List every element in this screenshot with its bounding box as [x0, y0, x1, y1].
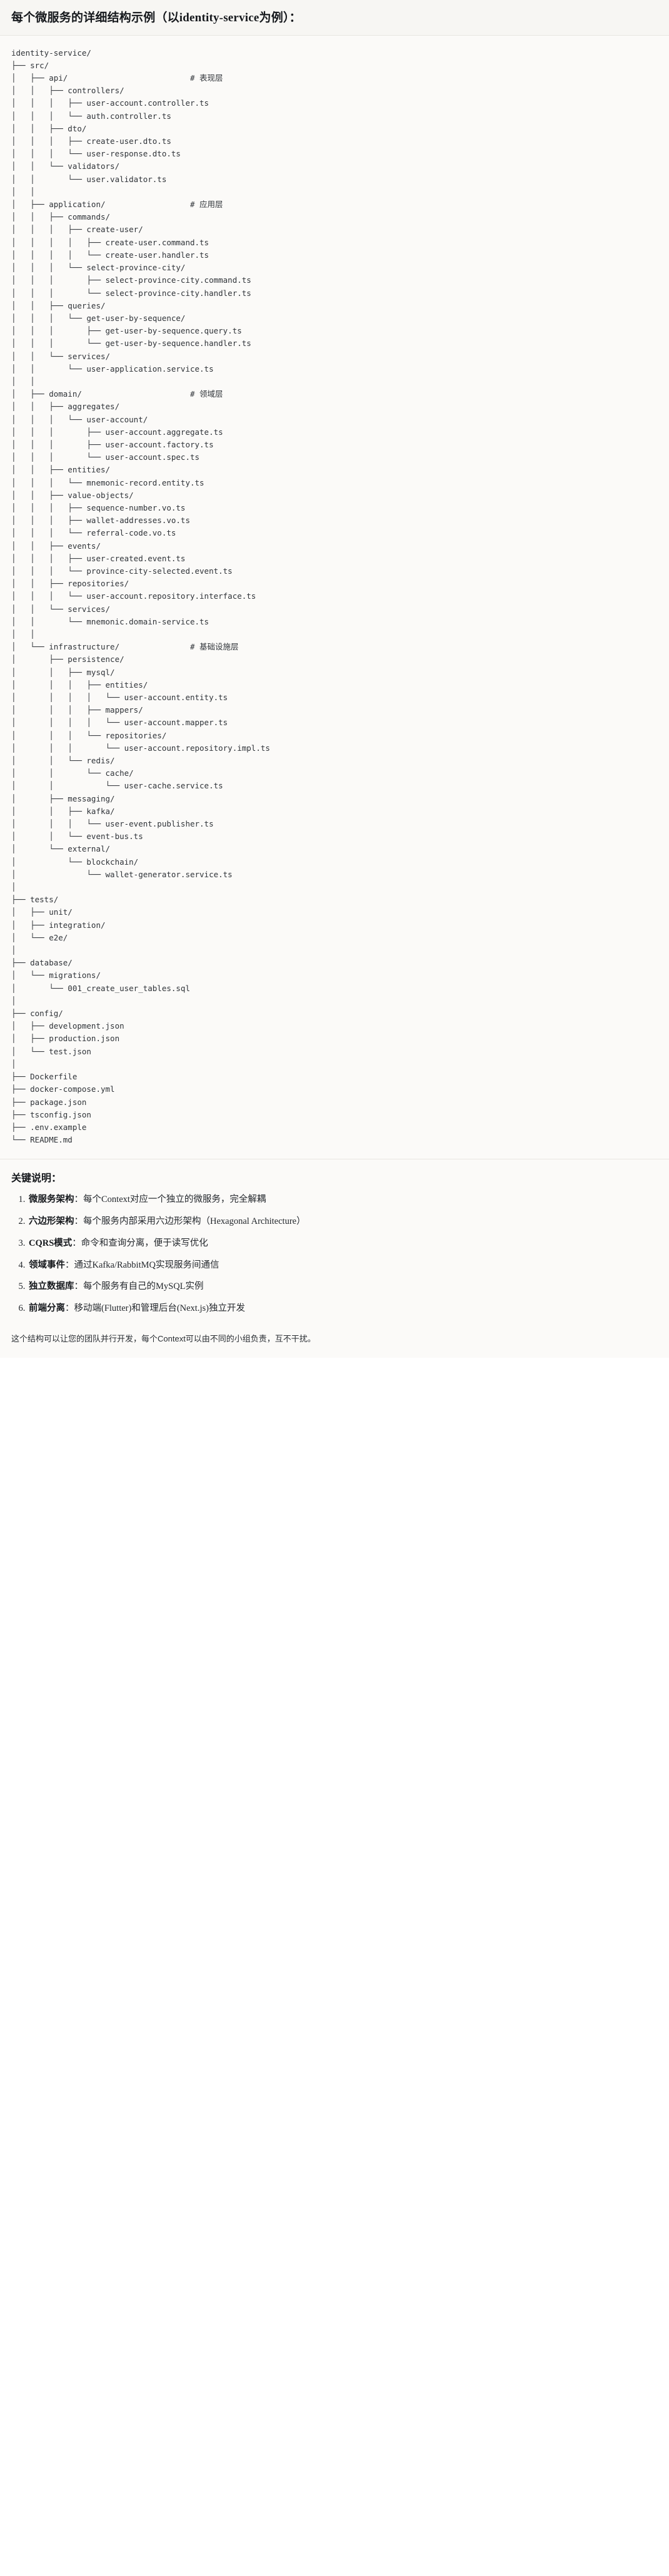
key-points-list: 微服务架构：每个Context对应一个独立的微服务，完全解耦六边形架构：每个服务…: [11, 1193, 658, 1316]
key-point-description: ：每个服务有自己的MySQL实例: [74, 1281, 204, 1292]
key-points-section: 关键说明： 微服务架构：每个Context对应一个独立的微服务，完全解耦六边形架…: [0, 1159, 669, 1328]
key-point-description: ：每个Context对应一个独立的微服务，完全解耦: [74, 1194, 266, 1205]
key-point-description: ：移动端(Flutter)和管理后台(Next.js)独立开发: [65, 1303, 245, 1314]
directory-tree-block: identity-service/ ├── src/ │ ├── api/ # …: [0, 35, 669, 1160]
key-point-description: ：每个服务内部采用六边形架构（Hexagonal Architecture）: [74, 1216, 306, 1227]
key-point-item: 微服务架构：每个Context对应一个独立的微服务，完全解耦: [28, 1193, 658, 1207]
page-title: 每个微服务的详细结构示例（以identity-service为例）：: [11, 11, 301, 24]
key-point-item: CQRS模式：命令和查询分离，便于读写优化: [28, 1237, 658, 1251]
title-band: 每个微服务的详细结构示例（以identity-service为例）：: [0, 0, 669, 36]
page-root: 每个微服务的详细结构示例（以identity-service为例）： ident…: [0, 0, 669, 1358]
key-point-description: ：命令和查询分离，便于读写优化: [72, 1238, 208, 1248]
key-points-heading: 关键说明：: [11, 1173, 62, 1184]
key-point-item: 独立数据库：每个服务有自己的MySQL实例: [28, 1280, 658, 1294]
key-point-term: 独立数据库: [29, 1281, 74, 1292]
key-point-item: 六边形架构：每个服务内部采用六边形架构（Hexagonal Architectu…: [28, 1215, 658, 1229]
key-point-term: 前端分离: [29, 1303, 65, 1314]
key-point-term: CQRS模式: [29, 1238, 73, 1248]
key-point-term: 微服务架构: [29, 1194, 74, 1205]
key-point-description: ：通过Kafka/RabbitMQ实现服务间通信: [65, 1260, 219, 1270]
footer-note: 这个结构可以让您的团队并行开发，每个Context可以由不同的小组负责，互不干扰…: [0, 1327, 669, 1358]
key-point-term: 领域事件: [29, 1260, 65, 1270]
key-point-item: 前端分离：移动端(Flutter)和管理后台(Next.js)独立开发: [28, 1302, 658, 1316]
key-point-term: 六边形架构: [29, 1216, 74, 1227]
directory-tree: identity-service/ ├── src/ │ ├── api/ # …: [11, 48, 270, 1145]
key-point-item: 领域事件：通过Kafka/RabbitMQ实现服务间通信: [28, 1259, 658, 1273]
